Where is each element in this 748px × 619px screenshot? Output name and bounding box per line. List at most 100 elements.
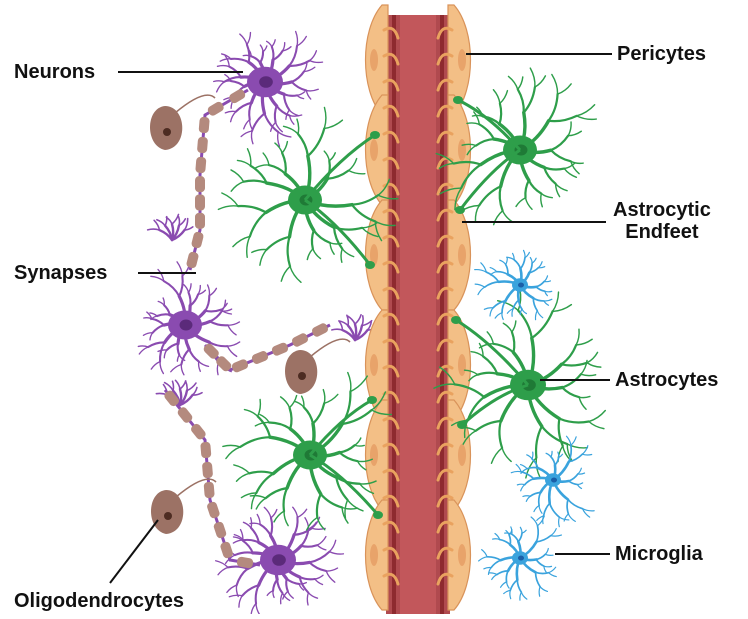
background-cells	[138, 31, 377, 614]
neuron-bottom-process	[273, 580, 277, 591]
astrocyte-left-lower-process	[313, 403, 324, 423]
astrocyte-left-upper-process	[238, 206, 266, 212]
astrocyte-left-lower-process	[284, 511, 288, 526]
astrocyte-right-upper-process	[476, 139, 494, 145]
neuron-middle-process	[138, 346, 148, 347]
neuron-middle-process	[177, 355, 179, 361]
microglia-cell-process	[583, 509, 595, 511]
astrocyte-left-upper-process	[281, 266, 290, 281]
neuron-top-process	[231, 112, 236, 122]
neuron-top-process	[289, 46, 297, 66]
neuron-bottom-process	[317, 537, 326, 546]
astrocyte-left-upper-process	[324, 151, 329, 161]
astrocyte-left-lower-process	[290, 408, 292, 429]
astrocyte-right-lower-process	[589, 410, 605, 421]
neuron-middle-process	[164, 281, 180, 296]
microglia-cell-process	[550, 503, 560, 517]
neuron-middle-process	[181, 349, 189, 364]
astrocyte-endfoot-contact	[455, 206, 465, 214]
neuron-middle-process	[198, 286, 200, 295]
microglia-cell-process	[500, 540, 510, 545]
microglia-cell-process	[527, 455, 532, 459]
neuron-bottom-process	[307, 593, 308, 605]
synapse-process	[355, 315, 361, 324]
microglia-cell-process	[475, 284, 484, 287]
astrocyte-left-upper-process	[250, 212, 266, 236]
microglia-cell-process	[549, 573, 557, 577]
neuron-top-process	[231, 81, 244, 86]
neuron-middle-process	[179, 276, 182, 296]
microglia-cell-process	[577, 483, 582, 485]
astrocyte-right-upper-process	[493, 90, 499, 104]
neuron-middle-process	[228, 322, 239, 325]
synapse-process	[187, 383, 196, 391]
neuron-bottom-process	[329, 540, 335, 551]
astrocyte-right-lower-process	[487, 332, 493, 344]
neuron-bottom-process	[233, 540, 243, 543]
microglia-cell-process	[555, 458, 559, 466]
microglia-cell-process	[524, 250, 525, 257]
neuron-bottom-process	[301, 545, 317, 547]
astrocyte-right-lower-process	[503, 323, 512, 332]
microglia-cell-process	[568, 514, 575, 521]
synapse-process	[172, 214, 179, 224]
myelin-sheath	[271, 341, 290, 356]
astrocyte-right-upper-process	[544, 167, 564, 169]
astrocyte-right-lower-process	[563, 446, 571, 460]
astrocyte-left-upper-process	[244, 181, 267, 183]
neuron-top-process	[231, 59, 249, 62]
blood-vessel	[366, 5, 471, 614]
astrocyte-right-lower-process	[553, 292, 559, 311]
microglia-cell-process	[544, 276, 547, 282]
neuron-bottom-process	[239, 596, 242, 607]
neuron-middle-process	[150, 313, 157, 316]
astrocyte-left-upper-process	[342, 249, 353, 257]
microglia-cell-process	[497, 272, 508, 275]
microglia-cell-process	[569, 474, 578, 481]
neuron-middle-process	[205, 296, 209, 311]
astrocyte-right-lower-process	[502, 448, 511, 461]
microglia-cell-process	[536, 287, 545, 291]
microglia-cell-process	[485, 282, 499, 287]
neuron-top-process	[297, 36, 306, 45]
astrocyte-endfoot-contact	[451, 316, 461, 324]
astrocyte-left-upper-process	[324, 120, 342, 128]
microglia-cell-process	[490, 268, 497, 272]
pericyte-nucleus-right	[458, 49, 466, 71]
astrocyte-right-lower-process	[483, 356, 497, 374]
neuron-top-process	[247, 45, 249, 63]
neuron-middle-process	[181, 364, 184, 374]
microglia-cell-process	[549, 567, 556, 572]
astrocyte-endfoot-contact	[370, 131, 380, 139]
astrocyte-right-upper-process	[526, 198, 533, 209]
astrocyte-right-upper-process	[516, 198, 525, 207]
microglia-cell-process	[532, 258, 536, 263]
astrocyte-endfoot-contact	[367, 396, 377, 404]
astrocyte-left-upper-process	[349, 171, 365, 174]
astrocyte-right-lower-process	[589, 422, 604, 429]
astrocyte-right-upper-process	[499, 103, 501, 124]
neuron-top-process	[275, 106, 277, 122]
myelin-sheath	[291, 332, 310, 348]
neuron-middle-process	[171, 364, 182, 371]
astrocyte-left-lower-process	[255, 422, 269, 425]
myelin-sheath	[251, 350, 270, 365]
neuron-middle-process	[152, 319, 164, 325]
microglia-cell-process	[539, 587, 540, 597]
label-microglia: Microglia	[615, 543, 703, 565]
astrocyte-right-upper-process	[551, 136, 568, 151]
astrocyte-left-upper-process	[288, 237, 290, 267]
neuron-top-process	[260, 52, 263, 63]
myelin-sheath	[195, 195, 205, 211]
microglia-cell-process	[532, 452, 533, 459]
astrocyte-left-upper-process	[222, 193, 238, 206]
pericyte-nucleus-left	[370, 444, 378, 466]
astrocyte-left-lower-process	[234, 465, 250, 473]
astrocyte-right-upper-process	[530, 68, 535, 87]
microglia-cell-process	[559, 517, 568, 520]
neuron-bottom-nucleus	[272, 554, 286, 566]
myelin-sheath	[311, 322, 330, 338]
microglia-cell-process	[539, 493, 541, 506]
astrocyte-left-lower-process	[226, 447, 240, 459]
astrocyte-left-lower-process	[250, 496, 265, 498]
